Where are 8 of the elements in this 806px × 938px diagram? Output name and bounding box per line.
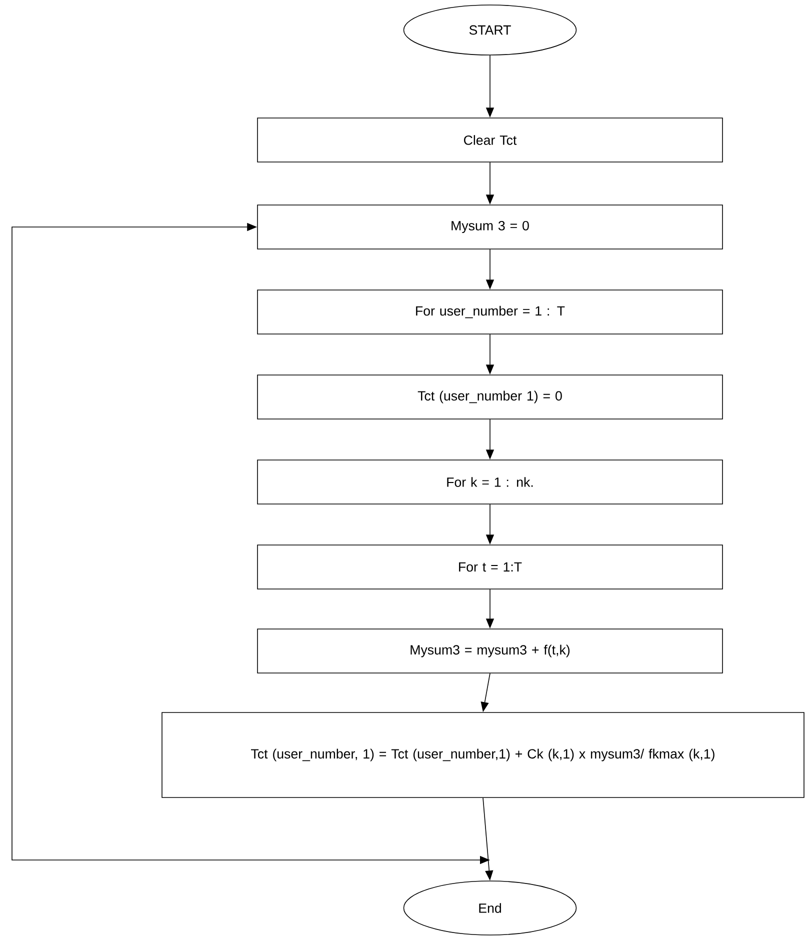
process-box: For t = 1:T: [257, 544, 723, 590]
process-box: Mysum 3 = 0: [257, 204, 723, 250]
process-box: For k = 1 : nk.: [257, 460, 723, 504]
process-box: Clear Tct: [257, 118, 723, 162]
process-box: For user_number = 1 : T: [257, 290, 723, 334]
process-box: Tct (user_number, 1) = Tct (user_number,1) + Ck (k,1) x mysum3/ fkmax (k,1): [162, 712, 804, 798]
process-box: Mysum3 = mysum3 + f(t,k): [257, 628, 723, 674]
process-box: Tct (user_number 1) = 0: [257, 374, 723, 420]
